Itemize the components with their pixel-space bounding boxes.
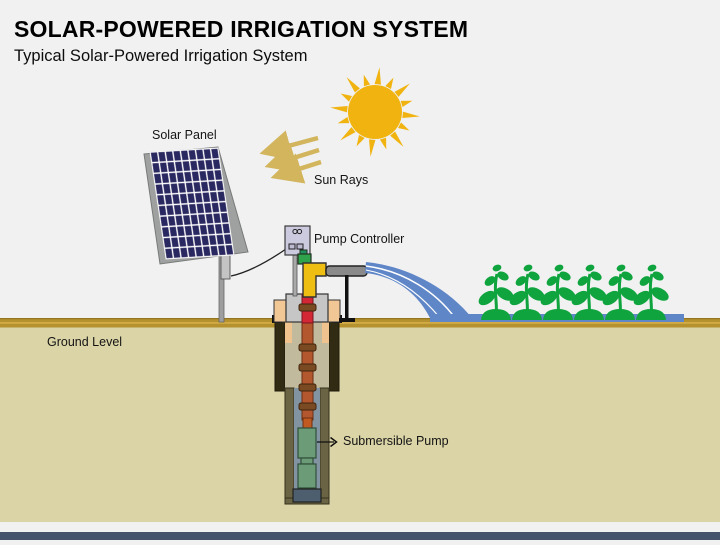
junction-box bbox=[220, 254, 231, 280]
sun-icon bbox=[330, 67, 420, 157]
pump-controller bbox=[284, 225, 311, 297]
submersible-pump bbox=[292, 427, 322, 503]
page-subtitle: Typical Solar-Powered Irrigation System bbox=[14, 47, 308, 65]
solar-panel-label: Solar Panel bbox=[152, 128, 217, 142]
footer-gap bbox=[0, 522, 720, 532]
discharge-pipe bbox=[297, 249, 368, 322]
pump-controller-label: Pump Controller bbox=[314, 232, 405, 246]
soil bbox=[0, 327, 720, 522]
page-title: SOLAR-POWERED IRRIGATION SYSTEM bbox=[14, 16, 469, 42]
ground-level-label: Ground Level bbox=[47, 335, 123, 349]
solar-panel bbox=[143, 146, 287, 323]
pipe-support bbox=[345, 275, 349, 321]
power-wire bbox=[230, 248, 287, 277]
wellhead bbox=[272, 293, 342, 324]
sun-rays-arrows bbox=[259, 130, 322, 184]
well bbox=[274, 313, 340, 505]
submersible-pump-label: Submersible Pump bbox=[343, 434, 449, 448]
ground bbox=[0, 318, 720, 522]
footer-bar bbox=[0, 532, 720, 540]
sun-rays-label: Sun Rays bbox=[314, 173, 369, 187]
pump-callout-arrow bbox=[317, 436, 338, 448]
crops bbox=[474, 261, 673, 322]
